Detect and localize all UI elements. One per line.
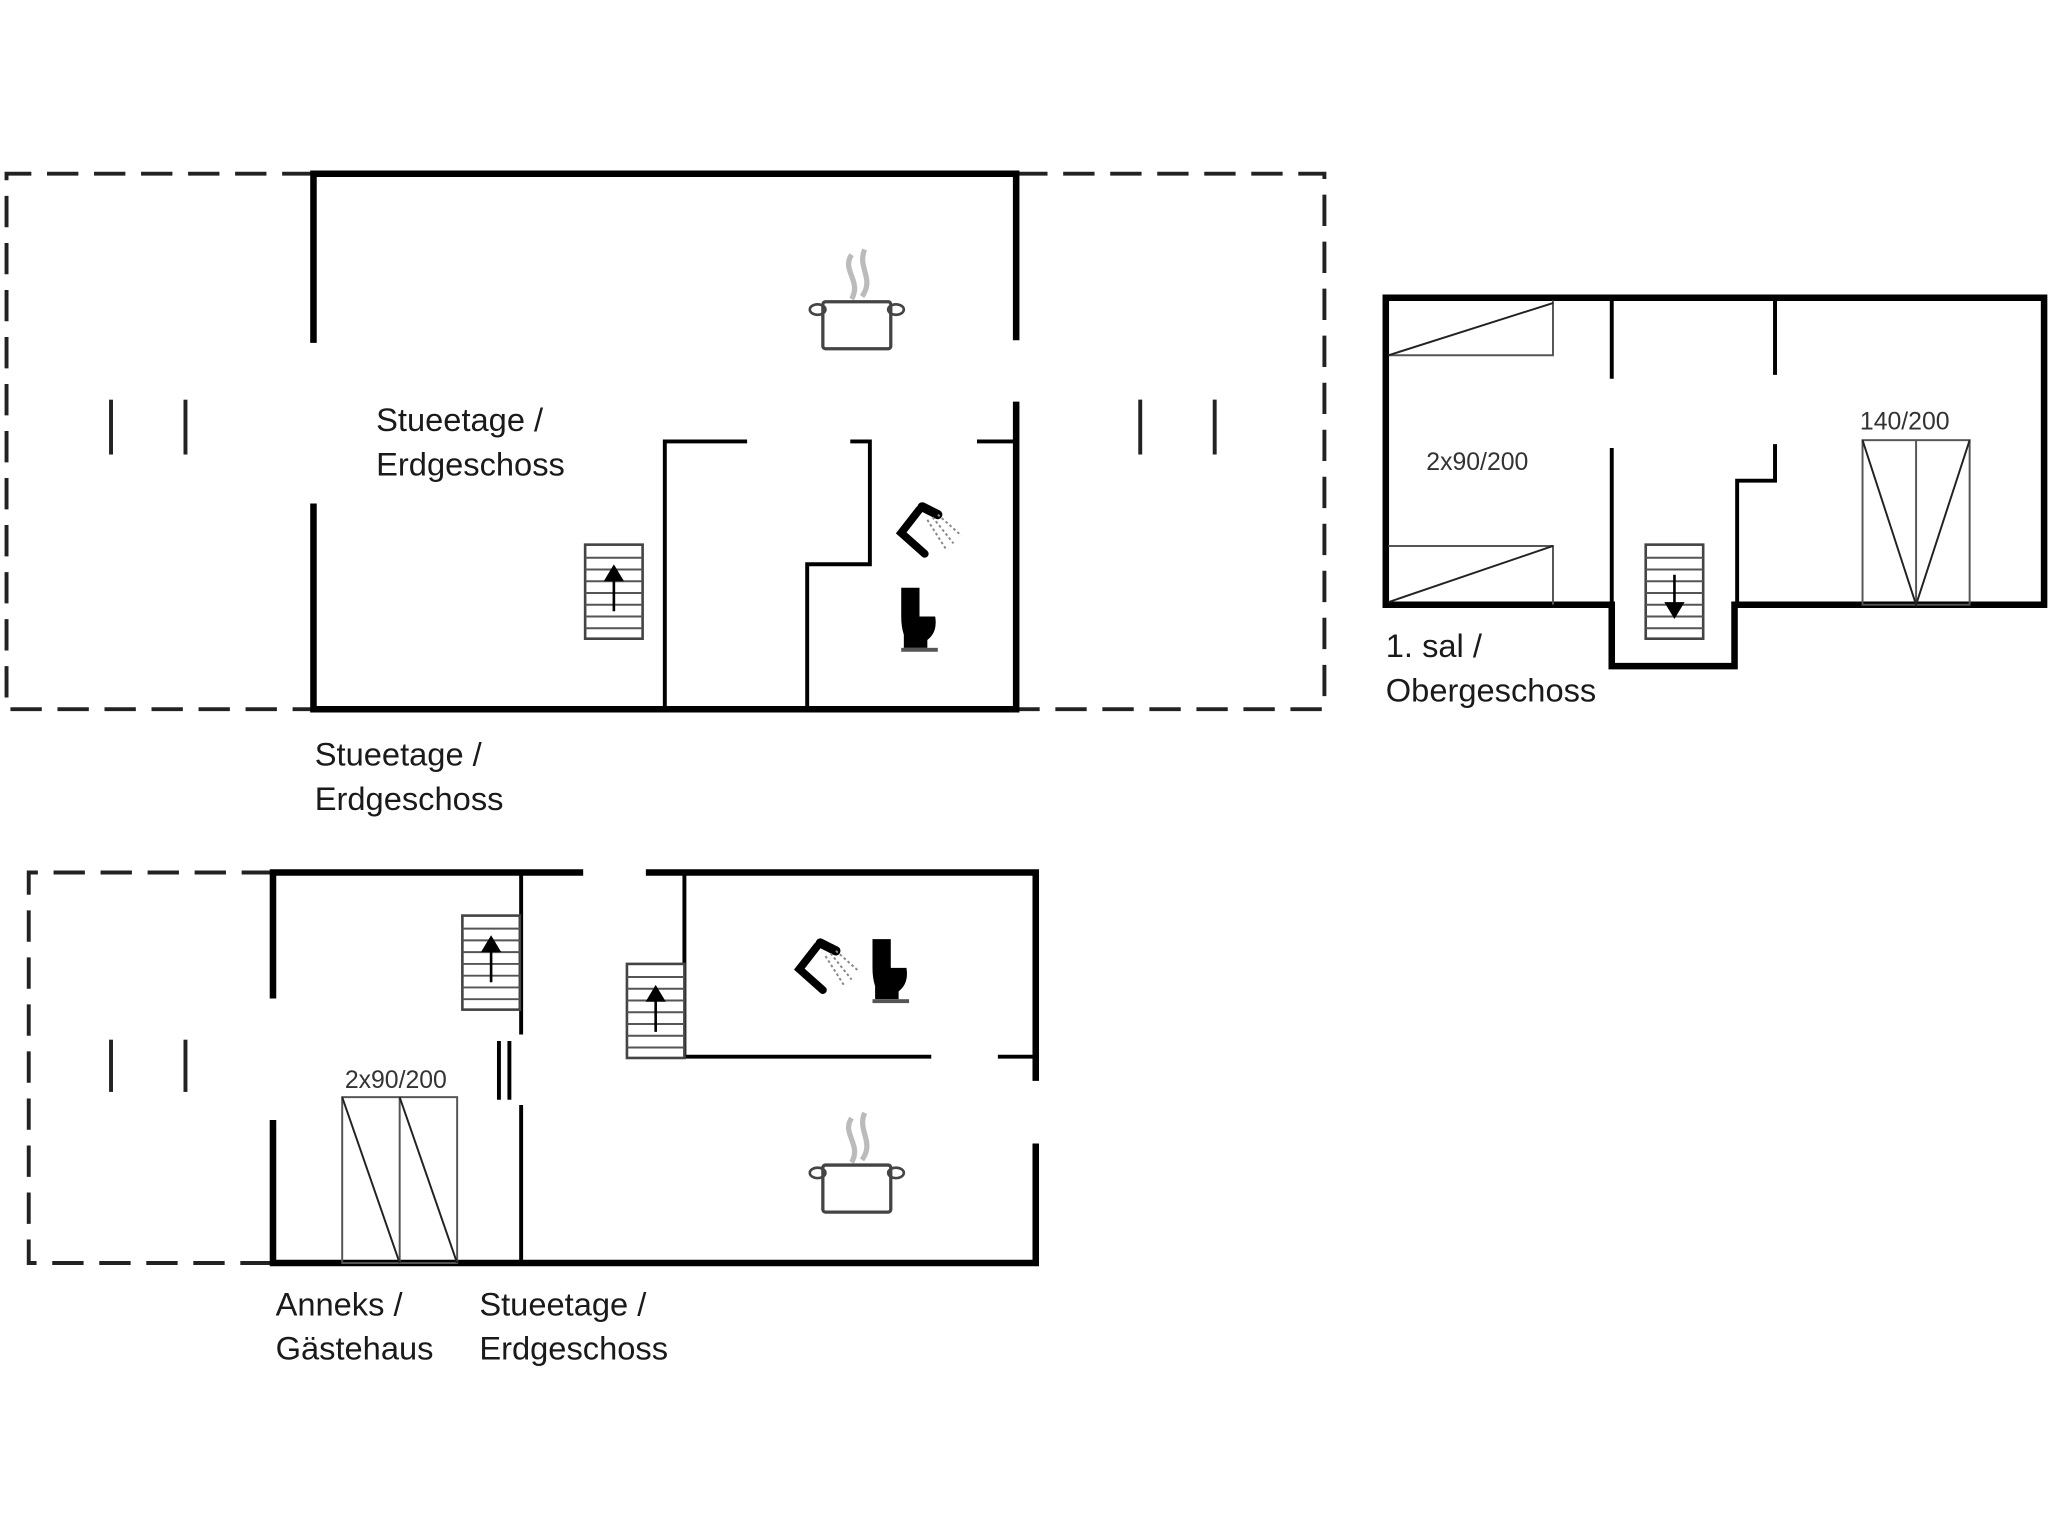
shower-icon — [799, 943, 859, 990]
bed-size-label: 140/200 — [1860, 409, 1950, 436]
stairs-up-icon — [625, 962, 686, 1060]
plan-caption: Gästehaus — [276, 1330, 434, 1367]
toilet-icon — [901, 587, 938, 652]
terrace-left-outline — [4, 171, 314, 712]
stairs-up-icon — [583, 543, 644, 640]
bed-size-label: 2x90/200 — [1426, 449, 1528, 476]
shower-icon — [901, 507, 961, 554]
stairs-down-icon — [1644, 543, 1705, 640]
stairs-up-icon — [461, 914, 522, 1011]
terrace-outline — [26, 870, 273, 1265]
bed-twin — [341, 1096, 459, 1264]
plan-caption: Stueetage / — [479, 1285, 647, 1322]
toilet-icon — [872, 939, 910, 1004]
bed-double — [1861, 439, 1971, 608]
room-label: Stueetage / — [376, 401, 544, 438]
kitchen-pot-icon — [810, 1113, 904, 1212]
plan-caption: Anneks / — [276, 1285, 404, 1322]
plan-caption: Erdgeschoss — [479, 1330, 668, 1367]
bed-size-label: 2x90/200 — [345, 1067, 447, 1094]
bed-left-bottom — [1388, 544, 1554, 605]
main-house-plan: Stueetage / Erdgeschoss Stueetage / Erdg… — [4, 170, 1327, 817]
kitchen-pot-icon — [810, 249, 904, 348]
plan-caption: 1. sal / — [1386, 627, 1483, 664]
plan-caption: Obergeschoss — [1386, 671, 1596, 708]
room-label: Erdgeschoss — [376, 445, 565, 482]
annex-plan: 2x90/200 Anneks / Gästehaus Stueetage / … — [26, 869, 1040, 1367]
upper-floor-plan: 2x90/200 140/200 1. sal / Obergeschoss — [1382, 294, 2048, 708]
plan-caption: Stueetage / — [315, 735, 483, 772]
terrace-right-outline — [1016, 171, 1327, 712]
plan-caption: Erdgeschoss — [315, 780, 504, 817]
bed-left-top — [1388, 300, 1554, 357]
